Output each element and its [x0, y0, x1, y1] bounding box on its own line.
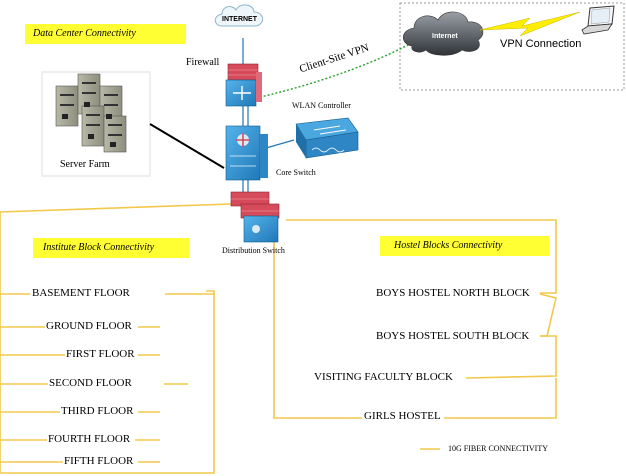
- floor-label: FIFTH FLOOR: [64, 455, 134, 467]
- floor-label: GROUND FLOOR: [46, 320, 132, 332]
- hostel-block-label: BOYS HOSTEL SOUTH BLOCK: [376, 330, 530, 342]
- institute-block-tag: Institute Block Connectivity: [33, 238, 189, 258]
- hostel-block-label: GIRLS HOSTEL: [364, 410, 441, 422]
- distribution-switch-label: Distribution Switch: [222, 246, 285, 255]
- distribution-switch-device: [230, 191, 280, 243]
- server-farm-cabinets: [55, 73, 127, 153]
- core-switch-label: Core Switch: [276, 168, 316, 177]
- vpn-connection-label: VPN Connection: [500, 38, 582, 50]
- floor-label: THIRD FLOOR: [61, 405, 134, 417]
- firewall-label: Firewall: [186, 57, 220, 68]
- server-farm-label: Server Farm: [60, 159, 110, 170]
- internet-cloud-vpn: [402, 11, 484, 56]
- internet-cloud-label: Internet: [432, 33, 458, 40]
- floor-label: FIRST FLOOR: [66, 348, 135, 360]
- hostel-blocks-tag: Hostel Blocks Connectivity: [380, 236, 549, 256]
- wlan-controller-label: WLAN Controller: [292, 101, 351, 110]
- wlan-controller-device: [295, 117, 359, 159]
- fiber-lines: [0, 203, 557, 474]
- floor-label: FOURTH FLOOR: [48, 433, 131, 445]
- legend-label: 10G FIBER CONNECTIVITY: [448, 444, 548, 453]
- hostel-block-label: BOYS HOSTEL NORTH BLOCK: [376, 287, 530, 299]
- data-center-tag: Data Center Connectivity: [25, 24, 186, 44]
- firewall-device: [225, 63, 262, 107]
- internet-top-label: INTERNET: [222, 16, 257, 23]
- floor-label: SECOND FLOOR: [49, 377, 132, 389]
- laptop-icon: [581, 5, 615, 35]
- internet-cloud-top: [214, 4, 263, 27]
- floor-label: BASEMENT FLOOR: [32, 287, 130, 299]
- vpn-frame: [399, 2, 625, 91]
- vpn-bolt: [479, 11, 581, 37]
- hostel-block-label: VISITING FACULTY BLOCK: [314, 371, 453, 383]
- core-switch-device: [225, 125, 268, 181]
